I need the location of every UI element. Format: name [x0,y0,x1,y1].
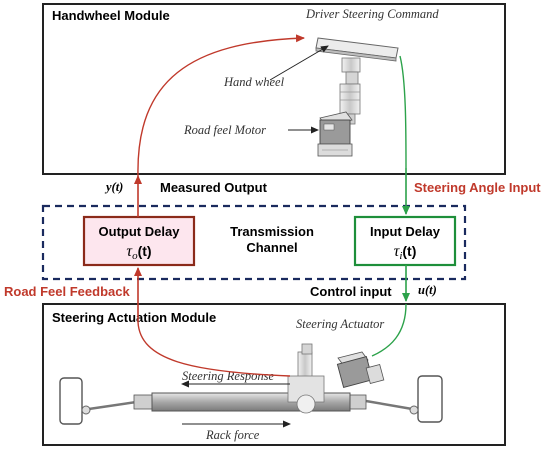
road-feel-motor-label: Road feel Motor [183,123,266,137]
road-feel-feedback-label: Road Feel Feedback [4,284,130,299]
y-signal-label: y(t) [104,180,123,194]
steering-module-title: Steering Actuation Module [52,310,216,325]
feedback-curve-lower [137,321,291,377]
road-feel-motor-illustration [317,111,353,157]
driver-command-label: Driver Steering Command [305,7,439,21]
u-signal-label: u(t) [418,283,437,297]
output-delay-formula: τo(t) [126,243,151,262]
steering-actuator-illustration [336,351,385,389]
input-curve-lower [371,303,407,357]
handwheel-module-title: Handwheel Module [52,8,170,23]
feedback-path [134,34,305,377]
transmission-channel-frame [41,204,467,281]
feedback-curve-upper [137,34,305,177]
output-delay-subscript: o [132,250,138,262]
measured-output-label: Measured Output [160,180,268,195]
output-delay-block: Output Delay τo(t) [82,215,196,267]
output-delay-title: Output Delay [99,224,181,239]
transmission-channel-line2: Channel [246,240,297,255]
input-path [371,55,410,357]
hand-wheel-pointer [269,45,329,81]
hand-wheel-illustration [315,37,399,125]
input-curve-upper [399,55,407,169]
input-delay-symbol: τ [394,243,401,260]
input-delay-subscript: i [399,250,402,262]
steering-actuator-label: Steering Actuator [296,317,384,331]
control-input-label: Control input [310,284,392,299]
rack-illustration [59,343,443,425]
handwheel-module-frame [42,3,506,175]
handwheel-module: Handwheel Module Driver Steering Command… [42,3,506,175]
transmission-channel-line1: Transmission [230,224,314,239]
output-delay-arg: (t) [138,243,152,259]
steering-actuation-module: Steering Actuation Module Steering Actua… [42,303,506,446]
input-delay-block: Input Delay τi(t) [353,215,457,267]
rack-force-label: Rack force [205,428,260,442]
steering-response-label: Steering Response [182,369,274,383]
input-delay-arg: (t) [402,243,416,259]
input-delay-title: Input Delay [370,224,441,239]
hand-wheel-label: Hand wheel [223,75,285,89]
steering-angle-input-label: Steering Angle Input [414,180,541,195]
transmission-channel: Transmission Channel Output Delay τo(t) … [41,204,467,281]
input-delay-formula: τi(t) [394,243,417,262]
output-delay-symbol: τ [126,243,133,260]
